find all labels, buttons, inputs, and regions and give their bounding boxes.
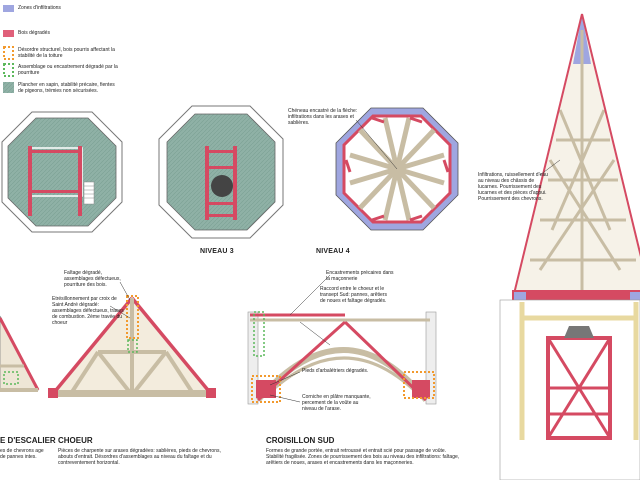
croisillon-note-pieds: Pieds d'arbalétriers dégradés. — [302, 368, 369, 374]
choeur-description: Pièces de charpente sur arases dégradées… — [58, 448, 221, 466]
spire-elevation — [499, 13, 640, 480]
plan-niveau-3-label: NIVEAU 3 — [200, 248, 234, 255]
legend-swatches — [3, 5, 14, 93]
croisillon-note-corniche: Corniche en plâtre manquante, percement … — [302, 394, 371, 412]
legend-label-infiltration: Zones d'infiltrations — [18, 5, 61, 11]
legend-swatch-infiltration — [3, 5, 14, 12]
croisillon-note-encastrements: Encastrements précaires dans la maçonner… — [326, 270, 394, 282]
plan-niveau-4 — [335, 107, 459, 231]
croisillon-title: CROISILLON SUD — [266, 436, 335, 445]
choeur-title: CHOEUR — [58, 436, 93, 445]
choeur-note-croix: Etrésillonnement par croix de Saint Andr… — [52, 296, 124, 326]
escalier-description: es de chevrons age de pannes intes. — [0, 448, 44, 460]
leader-lines — [109, 159, 561, 403]
croisillon-description: Formes de grande portée, entrait retrous… — [266, 448, 460, 466]
legend-label-structural: Désordre structurel, bois pourris affect… — [18, 47, 115, 59]
choeur-note-faitage: Faîtage dégradé, assemblages défectueux,… — [64, 270, 121, 288]
legend-label-assembly: Assemblage ou encastrement dégradé par l… — [18, 64, 118, 76]
escalier-title: E D'ESCALIER — [0, 436, 56, 445]
section-escalier — [0, 315, 40, 392]
legend-swatch-floor — [3, 82, 14, 93]
plan-niveau-2 — [1, 111, 123, 233]
legend-swatch-wood — [3, 30, 14, 37]
legend-swatch-assembly — [3, 63, 14, 77]
legend-label-wood: Bois dégradés — [18, 30, 50, 36]
plan-niveau-4-note: Chéneau encastré de la flèche: infiltrat… — [288, 108, 358, 126]
legend-label-floor: Plancher en sapin, stabilité précaire, f… — [18, 82, 115, 94]
section-croisillon — [247, 274, 437, 405]
plan-niveau-4-label: NIVEAU 4 — [316, 248, 350, 255]
croisillon-note-raccord: Raccord entre le choeur et le transept S… — [320, 286, 387, 304]
plan-niveau-3 — [158, 105, 284, 239]
legend-swatch-structural — [3, 46, 14, 60]
spire-note: Infiltrations, ruissellement d'eau au ni… — [478, 172, 548, 202]
section-choeur — [48, 295, 216, 398]
